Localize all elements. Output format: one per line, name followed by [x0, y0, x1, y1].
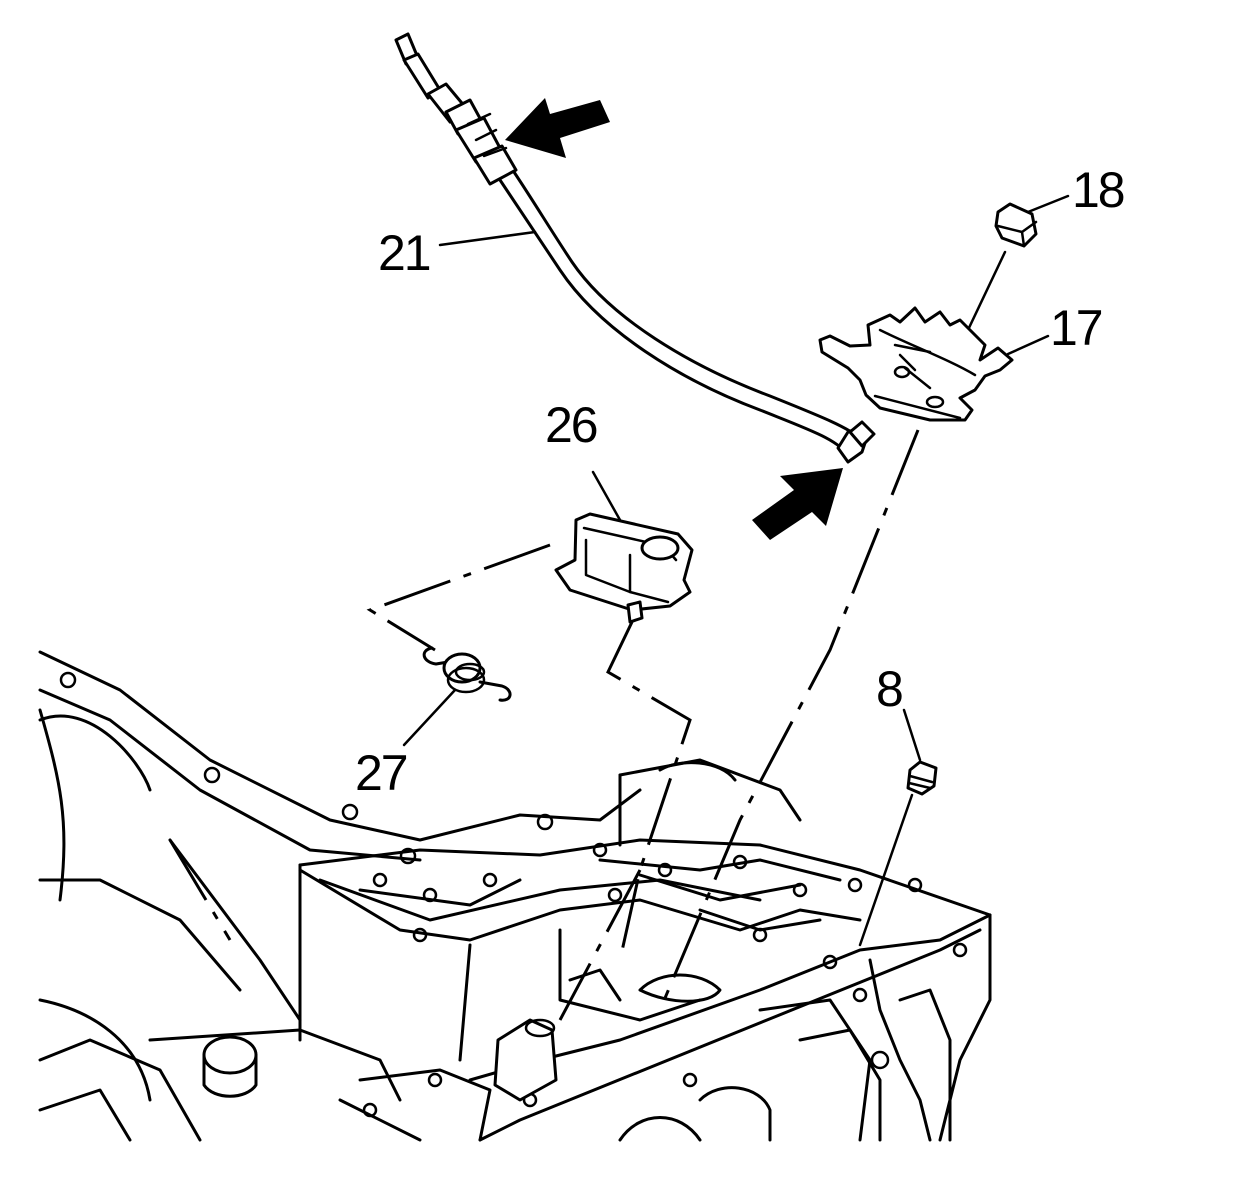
arrow-icon-upper [505, 98, 610, 158]
part-8-stud [906, 760, 938, 796]
part-17-detent-lever [818, 306, 1014, 422]
callout-21: 21 [378, 225, 430, 281]
callout-8: 8 [876, 661, 902, 717]
transmission-case [38, 650, 992, 1142]
callout-26: 26 [545, 397, 597, 453]
callout-27: 27 [355, 745, 407, 801]
leader-lines [402, 194, 1070, 762]
arrow-icon-lower [752, 468, 843, 540]
callout-18: 18 [1072, 162, 1124, 218]
part-21-shift-rod [394, 32, 876, 464]
part-26-bracket [554, 512, 694, 624]
part-27-spring [422, 646, 512, 702]
part-18-nut [994, 202, 1038, 248]
callout-17: 17 [1050, 300, 1102, 356]
